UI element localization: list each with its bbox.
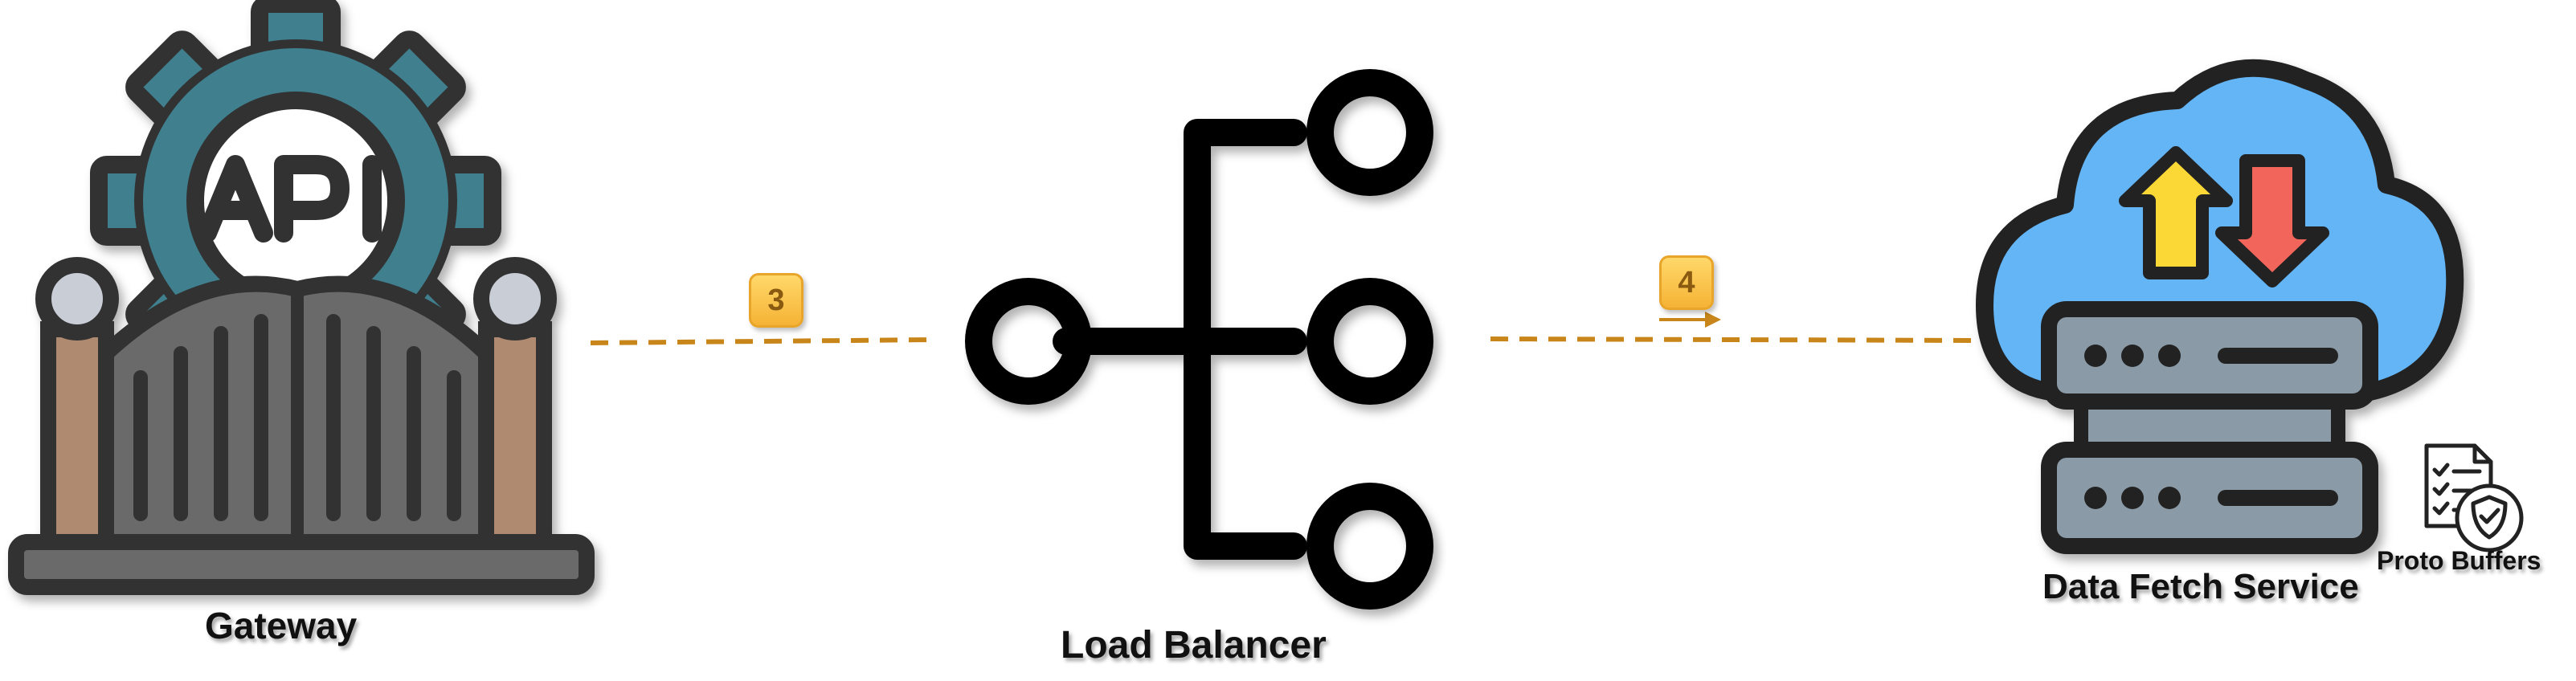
proto-buffers-icon [2424, 443, 2524, 553]
data-fetch-service-label: Data Fetch Service [2042, 567, 2359, 606]
step-badge-label: 4 [1678, 265, 1695, 300]
step-badge-4: 4 [1659, 255, 1714, 310]
edge-gateway-to-load-balancer [590, 337, 933, 345]
step-badge-label: 3 [767, 283, 785, 317]
direction-arrow-icon [1659, 312, 1721, 328]
gateway-label: Gateway [205, 605, 358, 646]
load-balancer-label: Load Balancer [1061, 624, 1327, 667]
cloud-server-icon [1976, 59, 2464, 554]
step-badge-3: 3 [749, 273, 803, 328]
api-gate-icon [8, 0, 595, 595]
load-balancer-icon [965, 69, 1433, 610]
proto-buffers-label: Proto Buffers [2377, 546, 2541, 575]
edge-load-balancer-to-data-fetch [1490, 336, 1977, 343]
api-text-glyph [198, 155, 382, 243]
